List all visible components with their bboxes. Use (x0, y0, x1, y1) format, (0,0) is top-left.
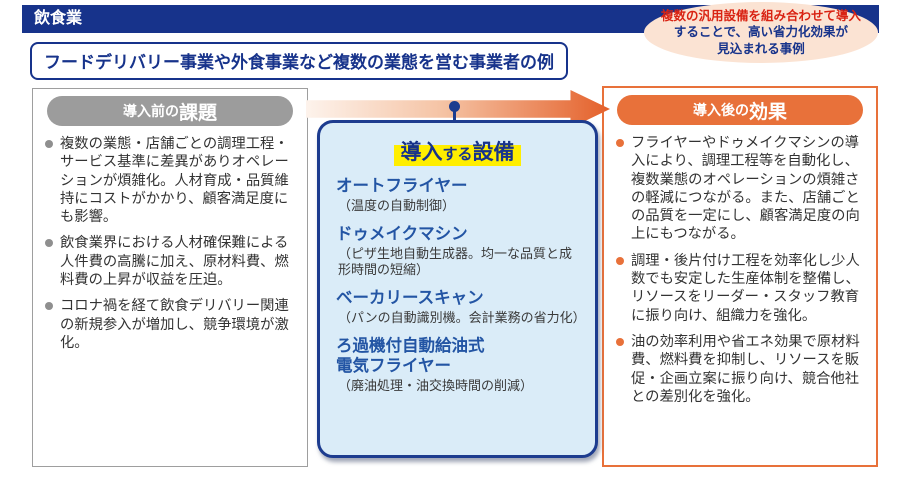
after-effects-list: フライヤーやドゥメイクマシンの導入により、調理工程等を自動化し、複数業態のオペレ… (614, 134, 870, 406)
equipment-item: ベーカリースキャン （パンの自動識別機。会計業務の省力化） (336, 289, 586, 326)
before-heading-emphasis: 課題 (178, 102, 217, 124)
callout-line-1: 複数の汎用設備を組み合わせて導入 (660, 8, 861, 23)
case-callout-ellipse: 複数の汎用設備を組み合わせて導入 することで、高い省力化効果が 見込まれる事例 (644, 2, 878, 63)
equipment-name: ろ過機付自動給油式 電気フライヤー (336, 337, 485, 376)
list-item: 油の効率利用や省エネ効果で原材料費、燃料費を抑制し、リソースを販促・企画立案に振… (614, 333, 870, 406)
connector-stem (453, 106, 456, 125)
list-item: 飲食業界における人材確保難による人件費の高騰に加え、原材料費、燃料費の上昇が収益… (43, 234, 301, 289)
equipment-box: 導入する設備 オートフライヤー （温度の自動制御） ドゥメイクマシン （ピザ生地… (317, 120, 598, 458)
equipment-name: ベーカリースキャン (336, 289, 484, 308)
equipment-desc: （パンの自動識別機。会計業務の省力化） (338, 310, 586, 326)
after-heading-emphasis: 効果 (748, 101, 787, 123)
panel-before-challenges: 導入前の課題 複数の業態・店舗ごとの調理工程・サービス基準に差異がありオペレーシ… (32, 88, 308, 467)
equipment-item: オートフライヤー （温度の自動制御） (336, 177, 583, 214)
subtitle-text: フードデリバリー事業や外食事業など複数の業態を営む事業者の例 (44, 53, 554, 72)
equipment-title-part3: 設備 (472, 141, 515, 164)
list-item: 複数の業態・店舗ごとの調理工程・サービス基準に差異がありオペレーションが煩雑化。… (43, 135, 301, 226)
equipment-title: 導入する設備 (320, 136, 595, 166)
equipment-title-part2: する (442, 146, 473, 163)
after-effects-heading: 導入後の効果 (617, 95, 863, 125)
effect-text: フライヤーやドゥメイクマシンの導入により、調理工程等を自動化し、複数業態のオペレ… (631, 135, 860, 243)
industry-title: 飲食業 (34, 10, 83, 27)
challenge-text: 複数の業態・店舗ごとの調理工程・サービス基準に差異がありオペレーションが煩雑化。… (60, 136, 289, 226)
equipment-list: オートフライヤー （温度の自動制御） ドゥメイクマシン （ピザ生地自動生成器。均… (320, 166, 595, 394)
challenge-text: 飲食業界における人材確保難による人件費の高騰に加え、原材料費、燃料費の上昇が収益… (60, 235, 289, 289)
panel-after-effects: 導入後の効果 フライヤーやドゥメイクマシンの導入により、調理工程等を自動化し、複… (602, 86, 878, 467)
equipment-desc: （ピザ生地自動生成器。均一な品質と成形時間の短縮） (338, 245, 573, 278)
equipment-item: ろ過機付自動給油式 電気フライヤー （廃油処理・油交換時間の削減） (336, 337, 583, 394)
equipment-desc: （廃油処理・油交換時間の削減） (338, 377, 534, 393)
equipment-name: オートフライヤー (336, 177, 468, 195)
equipment-item: ドゥメイクマシン （ピザ生地自動生成器。均一な品質と成形時間の短縮） (336, 225, 583, 278)
equipment-desc: （温度の自動制御） (338, 197, 456, 213)
list-item: 調理・後片付け工程を効率化し少人数でも安定した生産体制を整備し、リソースをリーダ… (614, 252, 870, 325)
challenge-text: コロナ禍を経て飲食デリバリー関連の新規参入が増加し、競争環境が激化。 (60, 298, 289, 351)
callout-line-2: することで、高い省力化効果が (673, 25, 849, 40)
list-item: フライヤーやドゥメイクマシンの導入により、調理工程等を自動化し、複数業態のオペレ… (614, 134, 870, 244)
list-item: コロナ禍を経て飲食デリバリー関連の新規参入が増加し、競争環境が激化。 (43, 297, 301, 352)
before-heading-prefix: 導入前の (122, 103, 179, 119)
after-heading-prefix: 導入後の (692, 102, 749, 118)
equipment-name: ドゥメイクマシン (336, 225, 468, 244)
callout-line-3: 見込まれる事例 (717, 41, 805, 56)
before-challenges-heading: 導入前の課題 (47, 96, 293, 126)
equipment-title-highlight: 導入する設備 (394, 141, 521, 166)
business-example-subtitle: フードデリバリー事業や外食事業など複数の業態を営む事業者の例 (30, 42, 568, 80)
effect-text: 油の効率利用や省エネ効果で原材料費、燃料費を抑制し、リソースを販促・企画立案に振… (631, 333, 860, 405)
before-challenges-list: 複数の業態・店舗ごとの調理工程・サービス基準に差異がありオペレーションが煩雑化。… (43, 135, 301, 352)
equipment-title-part1: 導入 (400, 141, 443, 164)
effect-text: 調理・後片付け工程を効率化し少人数でも安定した生産体制を整備し、リソースをリーダ… (631, 252, 860, 324)
connector-dot (449, 101, 460, 112)
